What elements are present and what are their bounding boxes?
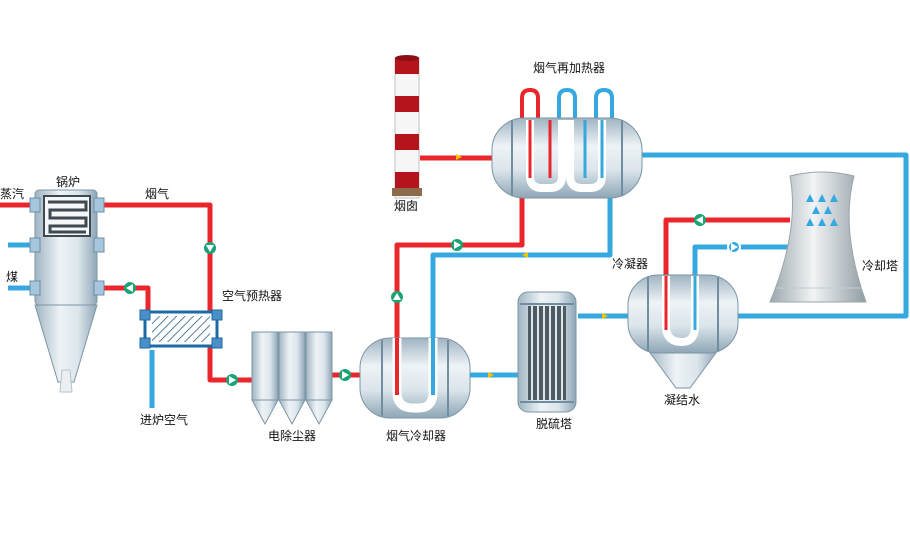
flue-gas-reheater [491, 87, 643, 199]
reheater-label: 烟气再加热器 [533, 60, 605, 75]
esp-label: 电除尘器 [268, 428, 316, 443]
chimney [392, 55, 422, 199]
boiler [29, 189, 105, 393]
chimney-label: 烟囱 [394, 199, 418, 213]
flow-markers [124, 154, 741, 386]
flue-gas-cooler-label: 烟气冷却器 [386, 428, 446, 443]
air-preheater-label: 空气预热器 [222, 288, 282, 303]
condenser [627, 274, 739, 389]
electrostatic-precipitator [251, 331, 333, 426]
coal-label: 煤 [6, 270, 18, 284]
condenser-label: 冷凝器 [612, 256, 648, 271]
cooling-tower [769, 171, 867, 303]
cooling-tower-label: 冷却塔 [862, 259, 898, 273]
furnace-air-label: 进炉空气 [140, 412, 188, 427]
flue-gas-label: 烟气 [145, 186, 169, 201]
steam-label: 蒸汽 [0, 186, 24, 201]
condensate-label: 凝结水 [664, 392, 700, 407]
boiler-label: 锅炉 [56, 174, 80, 189]
desulfurization-tower-label: 脱硫塔 [536, 416, 572, 431]
desulfurization-tower [517, 291, 577, 413]
flue-gas-cooler [359, 337, 471, 419]
air-preheater [139, 309, 223, 349]
